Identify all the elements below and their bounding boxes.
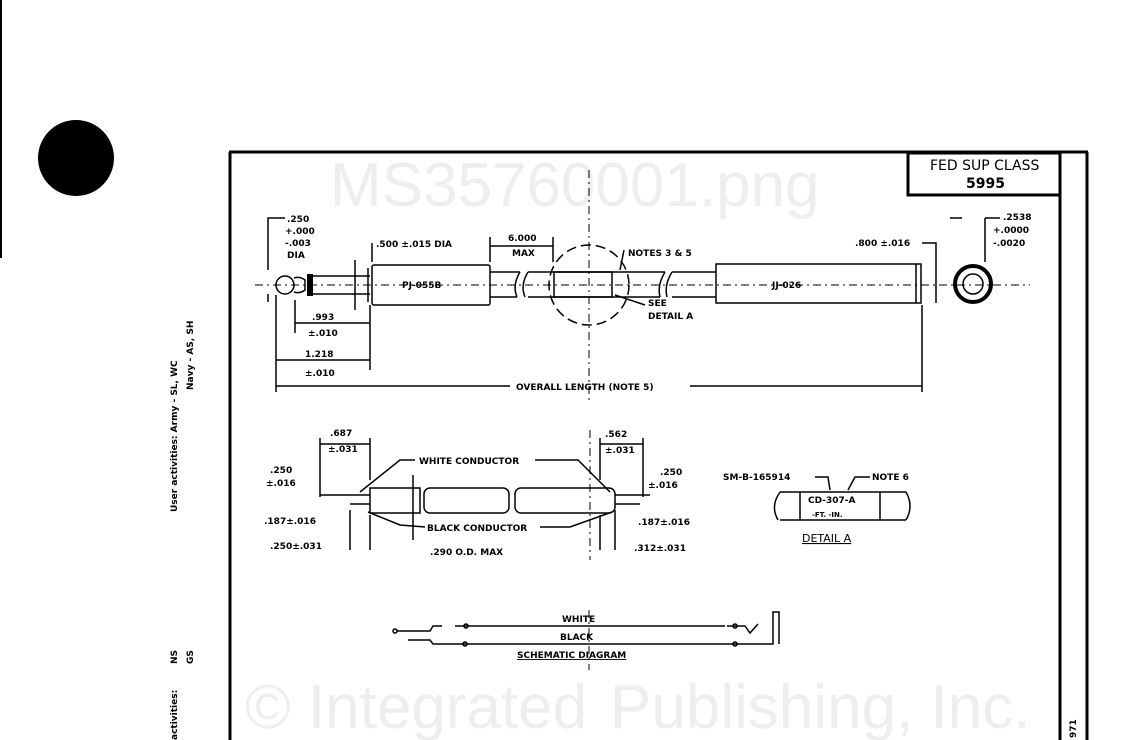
plug-tip xyxy=(275,275,295,295)
svg-text:DETAIL A: DETAIL A xyxy=(648,312,693,322)
watermark-line-3: MS35760001.png xyxy=(330,151,820,220)
svg-text:-FT. -IN.: -FT. -IN. xyxy=(812,511,843,519)
svg-text:.687: .687 xyxy=(330,429,352,439)
detail-a: SM-B-165914 NOTE 6 CD-307-A -FT. -IN. DE… xyxy=(723,473,911,545)
svg-text:1.218: 1.218 xyxy=(305,350,333,360)
svg-text:.187±.016: .187±.016 xyxy=(638,518,690,528)
svg-text:.290 O.D. MAX: .290 O.D. MAX xyxy=(430,548,503,558)
svg-text:SEE: SEE xyxy=(648,299,667,309)
svg-text:SM-B-165914: SM-B-165914 xyxy=(723,473,790,483)
svg-text:.562: .562 xyxy=(605,430,627,440)
watermark: © Integrated Publishing, Inc. MS35760001… xyxy=(245,151,1030,740)
svg-text:NOTES 3 & 5: NOTES 3 & 5 xyxy=(628,249,692,259)
svg-text:±.010: ±.010 xyxy=(308,329,338,339)
svg-text:activities:: activities: xyxy=(170,690,180,740)
svg-text:WHITE: WHITE xyxy=(562,615,595,625)
svg-text:MAX: MAX xyxy=(512,249,535,259)
svg-text:DETAIL A: DETAIL A xyxy=(802,532,852,545)
svg-text:+.000: +.000 xyxy=(285,227,315,237)
svg-text:SCHEMATIC DIAGRAM: SCHEMATIC DIAGRAM xyxy=(517,651,626,661)
svg-text:±.010: ±.010 xyxy=(305,369,335,379)
svg-text:OVERALL LENGTH (NOTE 5): OVERALL LENGTH (NOTE 5) xyxy=(516,383,654,393)
svg-text:FED SUP CLASS: FED SUP CLASS xyxy=(930,158,1040,174)
jack-end-view xyxy=(953,264,993,304)
svg-text:971: 971 xyxy=(1069,719,1079,738)
svg-text:±.016: ±.016 xyxy=(648,481,678,491)
svg-text:.250: .250 xyxy=(660,468,682,478)
svg-text:.800 ±.016: .800 ±.016 xyxy=(855,239,910,249)
svg-text:Navy - AS, SH: Navy - AS, SH xyxy=(186,321,196,390)
detail-a-callout xyxy=(548,244,630,326)
watermark-line-2: Publishing, Inc. xyxy=(610,673,1030,740)
svg-text:.250: .250 xyxy=(270,466,292,476)
plug-body xyxy=(371,264,491,306)
svg-text:GS: GS xyxy=(186,650,196,664)
cable-assembly-top-view: PJ-055B JJ-026 .250 +.000 -.003 DIA .500… xyxy=(255,170,1031,400)
svg-text:.250±.031: .250±.031 xyxy=(270,542,322,552)
svg-text:.500 ±.015 DIA: .500 ±.015 DIA xyxy=(376,240,452,250)
drawing-frame xyxy=(228,150,1089,740)
svg-text:PJ-055B: PJ-055B xyxy=(402,281,441,291)
svg-text:±.016: ±.016 xyxy=(266,479,296,489)
svg-text:±.031: ±.031 xyxy=(328,445,358,455)
svg-text:NOTE 6: NOTE 6 xyxy=(872,473,909,483)
svg-text:6.000: 6.000 xyxy=(508,234,536,244)
svg-text:WHITE CONDUCTOR: WHITE CONDUCTOR xyxy=(419,457,519,467)
svg-text:User activities: Army - SL, W: User activities: Army - SL, WC xyxy=(170,360,180,512)
svg-text:DIA: DIA xyxy=(287,251,305,261)
svg-text:-.0020: -.0020 xyxy=(993,239,1025,249)
top-view-dimensions: .250 +.000 -.003 DIA .500 ±.015 DIA 6.00… xyxy=(285,213,1031,393)
side-text: User activities: Army - SL, WC Navy - AS… xyxy=(170,321,1079,740)
svg-text:.187±.016: .187±.016 xyxy=(264,517,316,527)
svg-text:.2538: .2538 xyxy=(1003,213,1031,223)
svg-text:BLACK CONDUCTOR: BLACK CONDUCTOR xyxy=(427,524,527,534)
svg-text:.312±.031: .312±.031 xyxy=(634,544,686,554)
lead-view-dimensions: .687 ±.031 .562 ±.031 .250 ±.016 .250 ±.… xyxy=(264,429,690,558)
svg-text:-.003: -.003 xyxy=(285,239,311,249)
svg-text:+.0000: +.0000 xyxy=(993,226,1029,236)
jack-body xyxy=(715,263,922,304)
watermark-line-1: © Integrated xyxy=(245,673,587,740)
svg-text:±.031: ±.031 xyxy=(605,446,635,456)
svg-text:.993: .993 xyxy=(312,313,334,323)
svg-text:JJ-026: JJ-026 xyxy=(771,281,801,291)
punch-hole xyxy=(38,120,114,196)
svg-text:5995: 5995 xyxy=(966,176,1005,192)
svg-text:.250: .250 xyxy=(287,215,309,225)
svg-text:BLACK: BLACK xyxy=(560,633,594,643)
title-block: FED SUP CLASS 5995 xyxy=(906,151,1062,197)
lead-detail-view: .687 ±.031 .562 ±.031 .250 ±.016 .250 ±.… xyxy=(264,429,690,560)
schematic-diagram: WHITE BLACK SCHEMATIC DIAGRAM xyxy=(392,610,780,670)
svg-text:NS: NS xyxy=(170,650,180,664)
svg-text:CD-307-A: CD-307-A xyxy=(808,496,856,506)
